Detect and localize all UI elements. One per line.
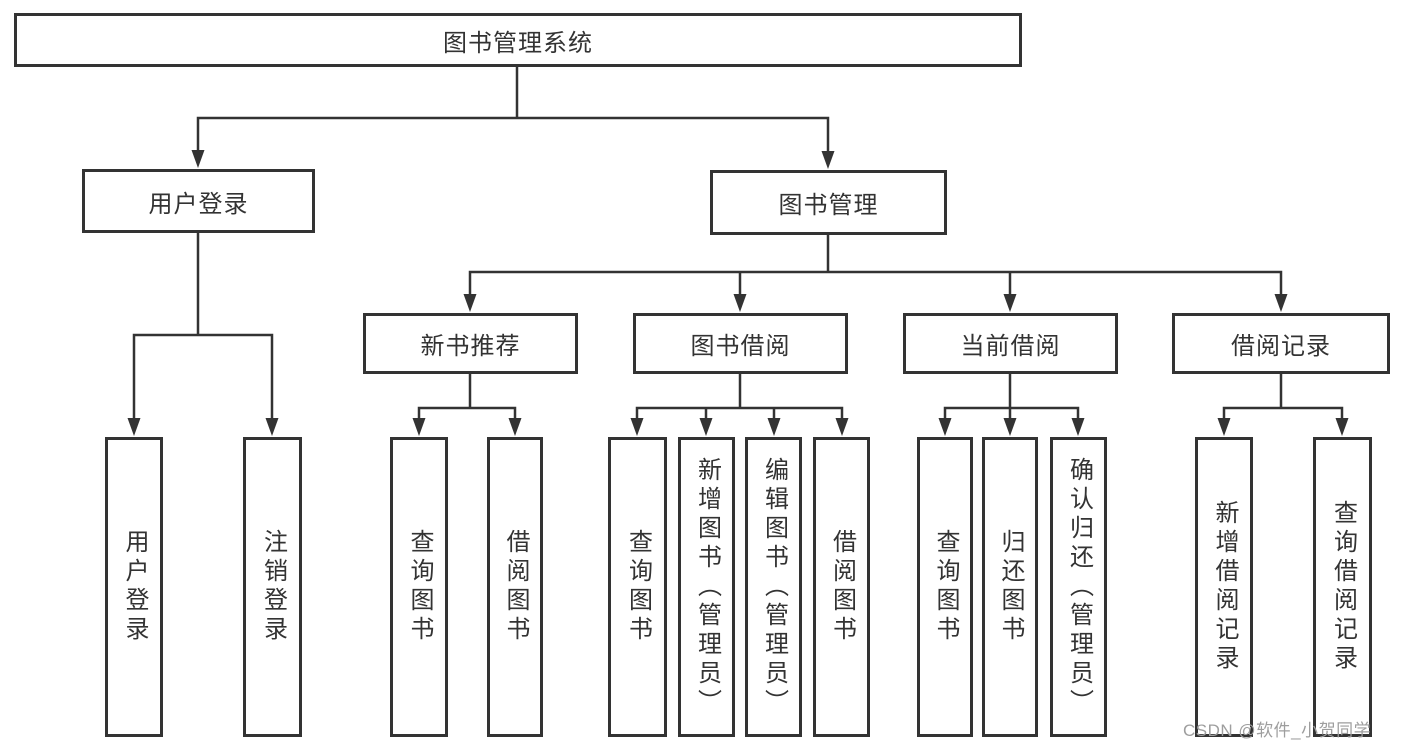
connector-borrowrecords-to-children [1222,371,1344,424]
leaf-label: 新增图书（管理员） [693,456,721,718]
leaf-user-login: 用户登录 [105,437,163,737]
node-book-management: 图书管理 [710,170,947,235]
connector-root-to-level2 [196,64,830,157]
node-current-borrowing: 当前借阅 [903,313,1118,374]
leaf-confirm-return-admin: 确认归还（管理员） [1050,437,1107,737]
leaf-return-book: 归还图书 [982,437,1038,737]
connector-bookborrow-to-children [635,371,844,424]
leaf-label: 查询图书 [406,529,433,645]
leaf-label: 借阅图书 [502,529,529,645]
leaf-label: 借阅图书 [828,529,856,645]
connector-bookmgmt-to-level3 [468,231,1283,300]
arrowheads [127,150,1349,436]
leaf-label: 注销登录 [259,529,287,645]
leaf-label: 归还图书 [997,529,1024,645]
leaf-label: 编辑图书（管理员） [760,456,788,718]
connector-userlogin-to-children [132,229,274,424]
leaf-add-book-admin: 新增图书（管理员） [678,437,735,737]
leaf-label: 确认归还（管理员） [1065,456,1093,718]
leaf-label: 查询借阅记录 [1329,500,1357,674]
leaf-query-books-2: 查询图书 [608,437,667,737]
connector-newbookrec-to-children [417,371,517,424]
csdn-watermark: CSDN @软件_小贺同学 [1183,721,1372,740]
leaf-label: 用户登录 [121,529,148,645]
node-borrowing-records: 借阅记录 [1172,313,1390,374]
leaf-edit-book-admin: 编辑图书（管理员） [745,437,802,737]
node-new-book-recommendation: 新书推荐 [363,313,578,374]
leaf-query-books-3: 查询图书 [917,437,973,737]
leaf-label: 新增借阅记录 [1211,500,1238,674]
node-book-borrowing: 图书借阅 [633,313,848,374]
leaf-query-borrow-record: 查询借阅记录 [1313,437,1372,737]
node-root-system: 图书管理系统 [14,13,1022,67]
leaf-query-books-1: 查询图书 [390,437,448,737]
leaf-borrow-books-2: 借阅图书 [813,437,870,737]
connector-currentborrow-to-children [943,371,1080,424]
leaf-label: 查询图书 [624,529,652,645]
node-user-login: 用户登录 [82,169,315,233]
leaf-add-borrow-record: 新增借阅记录 [1195,437,1253,737]
leaf-logout: 注销登录 [243,437,302,737]
leaf-label: 查询图书 [932,529,959,645]
leaf-borrow-books-1: 借阅图书 [487,437,543,737]
